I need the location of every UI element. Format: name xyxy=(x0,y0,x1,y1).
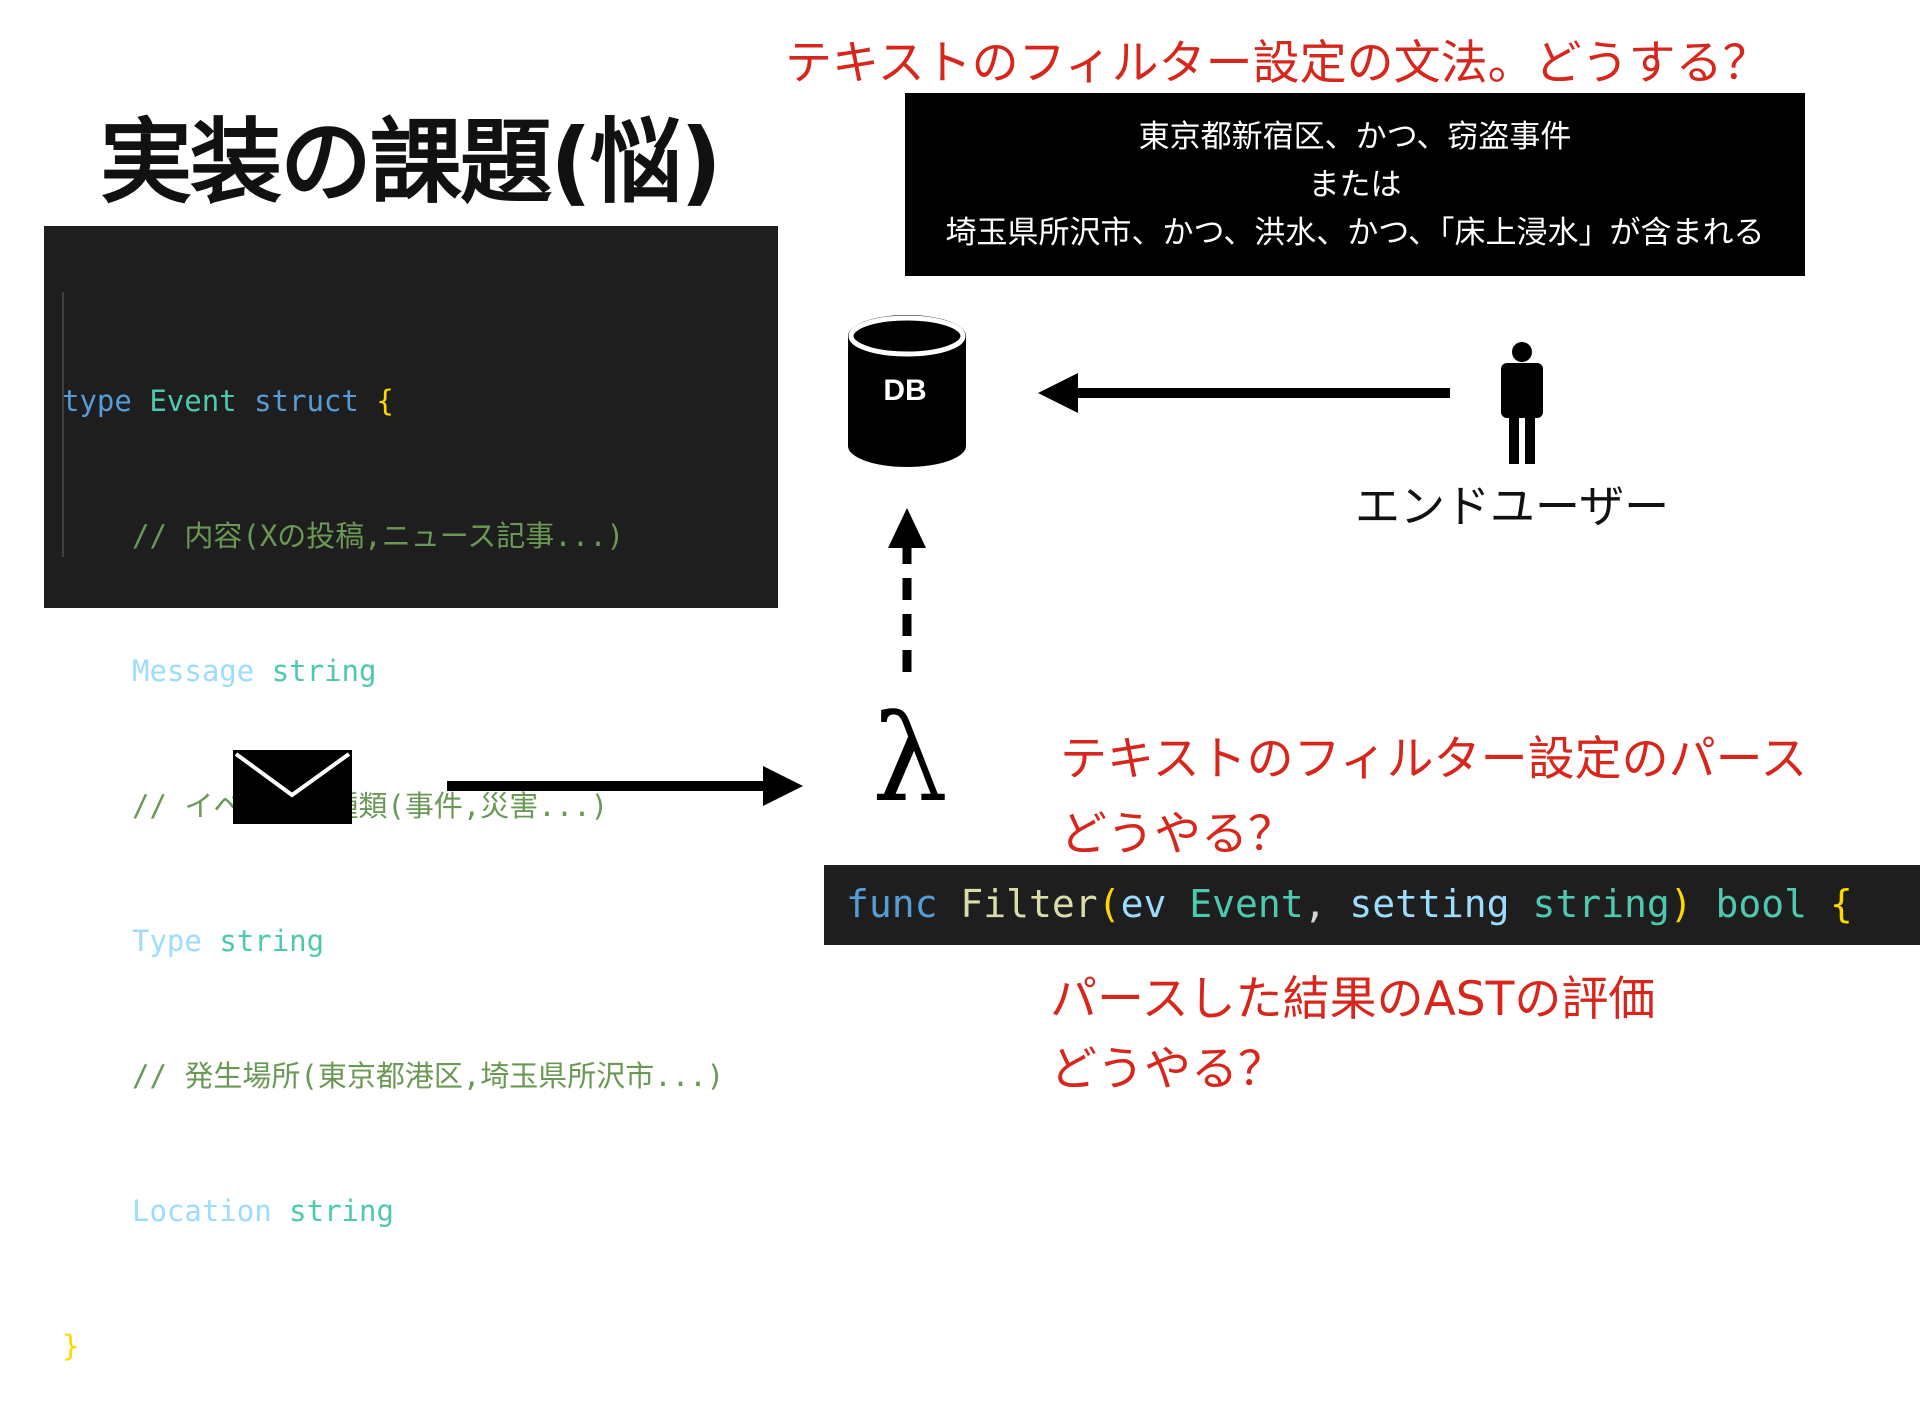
code-field-type: Type string xyxy=(132,924,325,958)
dashed-arrow-up-icon xyxy=(888,508,926,672)
event-struct-code: type Event struct { // 内容(Xの投稿,ニュース記事...… xyxy=(44,226,778,1363)
code-line-type: type Event struct { xyxy=(62,384,394,418)
code-field-message: Message string xyxy=(132,654,377,688)
database-icon xyxy=(848,315,966,467)
code-field-location: Location string xyxy=(132,1194,394,1228)
parse-question-line1: テキストのフィルター設定のパース xyxy=(1060,732,1808,787)
person-icon xyxy=(1501,342,1543,464)
indent-guide xyxy=(62,292,64,557)
filter-func-code: func Filter(ev Event, setting string) bo… xyxy=(824,865,1920,945)
code-comment-message: // 内容(Xの投稿,ニュース記事...) xyxy=(132,519,625,553)
envelope-icon xyxy=(233,750,352,824)
filter-grammar-question: テキストのフィルター設定の文法。どうする？ xyxy=(785,36,1770,91)
filter-example-box: 東京都新宿区、かつ、窃盗事件 または 埼玉県所沢市、かつ、洪水、かつ、「床上浸水… xyxy=(905,93,1805,276)
arrow-left-icon xyxy=(1038,373,1450,413)
slide-title: 実装の課題(悩) xyxy=(100,109,722,216)
parse-question-line2: どうやる？ xyxy=(1060,807,1295,862)
filter-example-line3: 埼玉県所沢市、かつ、洪水、かつ、「床上浸水」が含まれる xyxy=(945,215,1765,251)
eval-question-line1: パースした結果のASTの評価 xyxy=(1050,972,1656,1027)
filter-example-line2: または xyxy=(1308,167,1402,203)
end-user-label: エンドユーザー xyxy=(1355,480,1670,533)
filter-example-line1: 東京都新宿区、かつ、窃盗事件 xyxy=(1138,119,1572,155)
arrow-right-icon xyxy=(447,766,803,806)
code-close-brace: } xyxy=(62,1329,80,1363)
eval-question-line2: どうやる？ xyxy=(1050,1042,1285,1097)
database-label: DB xyxy=(883,374,927,407)
diagram-canvas xyxy=(233,315,1543,824)
lambda-icon: λ xyxy=(872,690,949,829)
